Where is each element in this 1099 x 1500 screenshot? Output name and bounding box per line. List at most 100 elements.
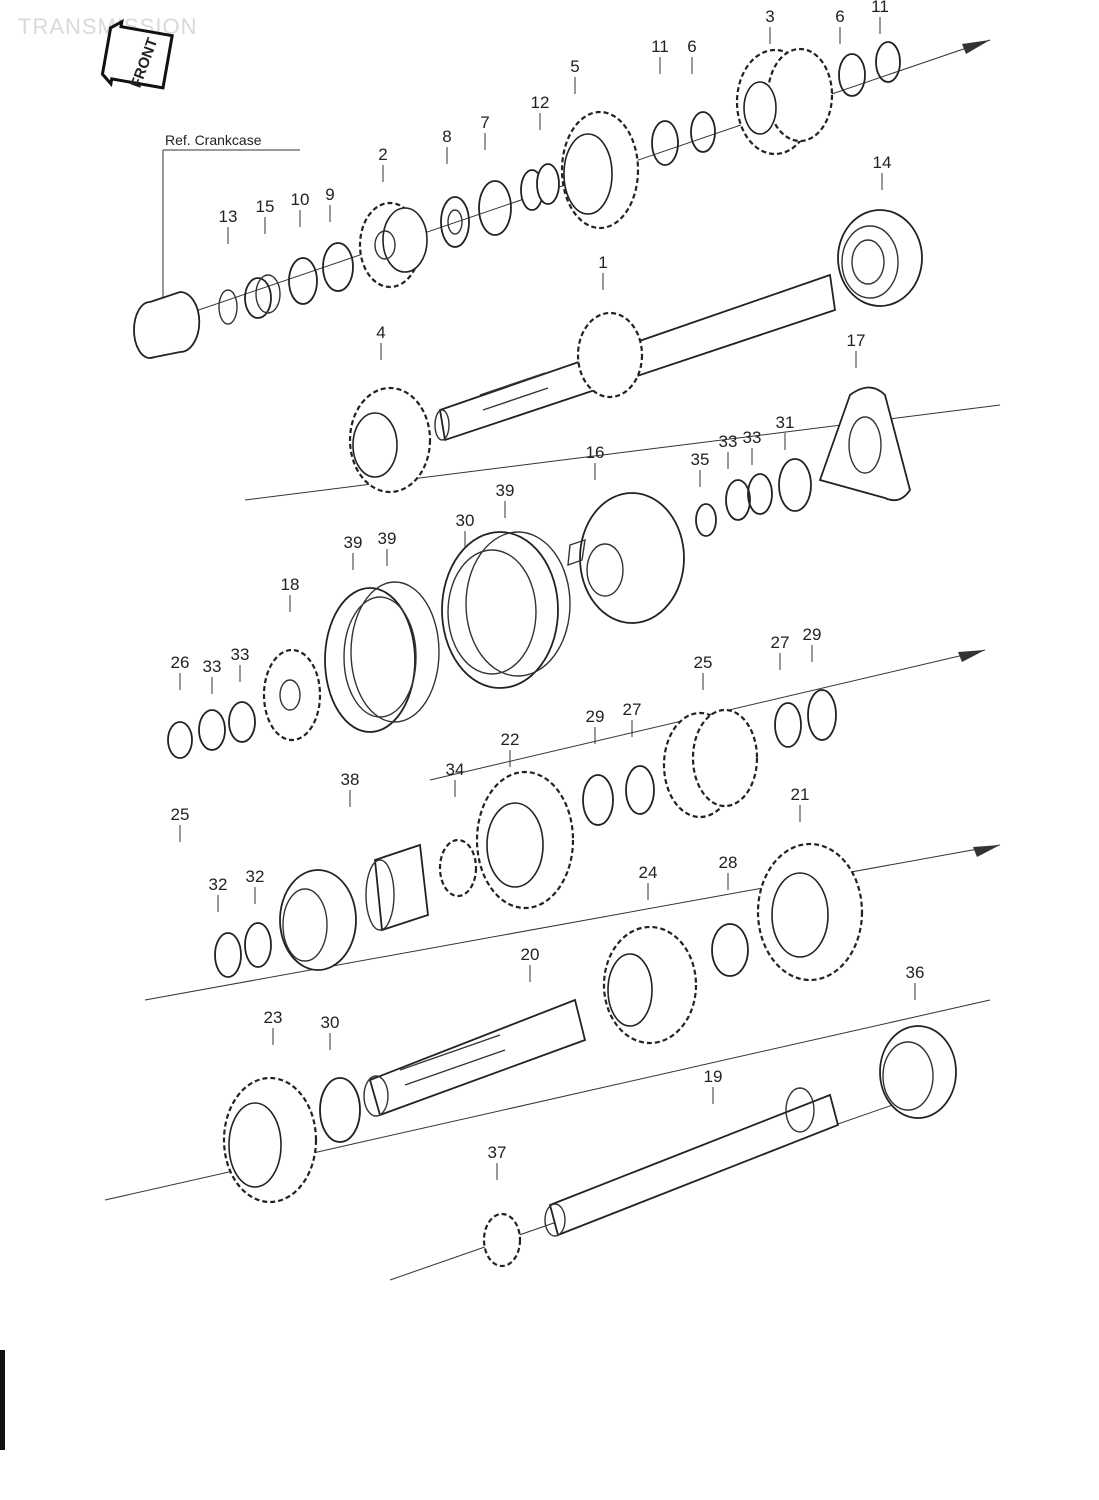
part-11 bbox=[651, 120, 679, 166]
part-9 bbox=[322, 242, 354, 292]
part-label-p28: 28 bbox=[719, 853, 738, 872]
part-29 bbox=[807, 689, 837, 741]
part-label-p18: 18 bbox=[281, 575, 300, 594]
gear-part-22 bbox=[475, 770, 575, 910]
part-label-p39c: 39 bbox=[496, 481, 515, 500]
part-10 bbox=[288, 257, 318, 305]
part-label-p33d: 33 bbox=[231, 645, 250, 664]
part-label-p32b: 32 bbox=[246, 867, 265, 886]
part-label-p24: 24 bbox=[639, 863, 658, 882]
plate-part-30 bbox=[441, 531, 571, 689]
part-label-p10: 10 bbox=[291, 190, 310, 209]
bearing-part-14 bbox=[837, 209, 923, 307]
part-label-p31: 31 bbox=[776, 413, 795, 432]
gear-part-3 bbox=[735, 47, 834, 156]
part-32b bbox=[214, 932, 242, 978]
part-label-p12: 12 bbox=[531, 93, 550, 112]
part-label-p39b: 39 bbox=[378, 529, 397, 548]
bearing-part-36 bbox=[879, 1025, 957, 1119]
part-17-shift-cam bbox=[818, 386, 911, 502]
part-18 bbox=[262, 648, 322, 742]
part-label-p19: 19 bbox=[704, 1067, 723, 1086]
part-label-p29b: 29 bbox=[586, 707, 605, 726]
part-label-p11b: 11 bbox=[651, 37, 669, 56]
part-label-p16: 16 bbox=[586, 443, 605, 462]
part-label-p21: 21 bbox=[791, 785, 810, 804]
axis-arrow-icon bbox=[973, 845, 1000, 857]
part-label-p5: 5 bbox=[570, 57, 579, 76]
front-arrow-icon: FRONT bbox=[100, 18, 174, 90]
part-label-p15: 15 bbox=[256, 197, 275, 216]
part-label-p25a: 25 bbox=[171, 805, 190, 824]
output-shaft-part-19 bbox=[544, 1087, 840, 1237]
part-label-p30b: 30 bbox=[321, 1013, 340, 1032]
part-27b bbox=[625, 765, 655, 815]
part-label-p25b: 25 bbox=[694, 653, 713, 672]
circlip-part-35 bbox=[695, 503, 717, 537]
part-label-p29a: 29 bbox=[803, 625, 822, 644]
part-label-p13: 13 bbox=[219, 207, 238, 226]
part-11b bbox=[875, 41, 901, 83]
part-label-p37: 37 bbox=[488, 1143, 507, 1162]
axis-arrow-icon bbox=[962, 40, 990, 54]
part-label-p20: 20 bbox=[521, 945, 540, 964]
part-label-p14: 14 bbox=[873, 153, 892, 172]
part-32a bbox=[244, 922, 272, 968]
part-label-p32a: 32 bbox=[209, 875, 228, 894]
gear-part-4 bbox=[348, 386, 432, 494]
mainshaft-part-1 bbox=[434, 273, 836, 442]
ref-crankcase-label: Ref. Crankcase bbox=[165, 132, 262, 148]
part-label-p33b: 33 bbox=[743, 428, 762, 447]
part-label-p8: 8 bbox=[442, 127, 451, 146]
part-label-p9: 9 bbox=[325, 185, 334, 204]
gear-part-23 bbox=[279, 869, 357, 971]
part-label-p1: 1 bbox=[598, 253, 607, 272]
plates-part-39 bbox=[324, 581, 440, 733]
part-label-p17: 17 bbox=[847, 331, 866, 350]
part-28 bbox=[711, 923, 749, 977]
part-label-p7: 7 bbox=[480, 113, 489, 132]
part-label-p3: 3 bbox=[765, 7, 774, 26]
part-label-p4: 4 bbox=[376, 323, 385, 342]
part-31 bbox=[778, 458, 812, 512]
gear-part-5 bbox=[560, 110, 640, 230]
part-13 bbox=[218, 289, 238, 325]
part-33a bbox=[747, 473, 773, 515]
part-33d bbox=[228, 701, 256, 743]
needle-bearing-part-37 bbox=[482, 1212, 522, 1268]
part-label-p33a: 33 bbox=[719, 432, 738, 451]
part-label-p11a: 11 bbox=[871, 0, 889, 16]
part-33c bbox=[198, 709, 226, 751]
part-33b bbox=[725, 479, 751, 521]
part-15 bbox=[244, 274, 281, 319]
part-label-p27a: 27 bbox=[771, 633, 790, 652]
part-label-p23: 23 bbox=[264, 1008, 283, 1027]
needle-bearing-part-34 bbox=[438, 838, 478, 898]
part-30b bbox=[319, 1077, 361, 1143]
circlip-part-6 bbox=[690, 111, 716, 153]
gear-row-axis-lower bbox=[144, 844, 1001, 1001]
part-26 bbox=[167, 721, 193, 759]
part-7 bbox=[478, 180, 512, 236]
gear-part-25 bbox=[662, 708, 759, 819]
part-29b bbox=[582, 774, 614, 826]
gear-part-2 bbox=[358, 201, 428, 289]
crankcase-cap-part bbox=[133, 291, 201, 359]
part-label-p34: 34 bbox=[446, 760, 465, 779]
gear-part-23b bbox=[222, 1076, 318, 1204]
part-label-p27b: 27 bbox=[623, 700, 642, 719]
axis-arrow-icon bbox=[958, 650, 985, 662]
circlip-part-6b bbox=[838, 53, 866, 97]
part-label-p30a: 30 bbox=[456, 511, 475, 530]
part-label-p2: 2 bbox=[378, 145, 387, 164]
part-12 bbox=[520, 163, 560, 211]
part-label-p36: 36 bbox=[906, 963, 925, 982]
gear-part-21 bbox=[756, 842, 864, 982]
gear-part-24 bbox=[602, 925, 698, 1045]
scan-edge-mark bbox=[0, 1350, 5, 1450]
part-label-p6b: 6 bbox=[687, 37, 696, 56]
part-label-p35: 35 bbox=[691, 450, 710, 469]
part-label-p22: 22 bbox=[501, 730, 520, 749]
